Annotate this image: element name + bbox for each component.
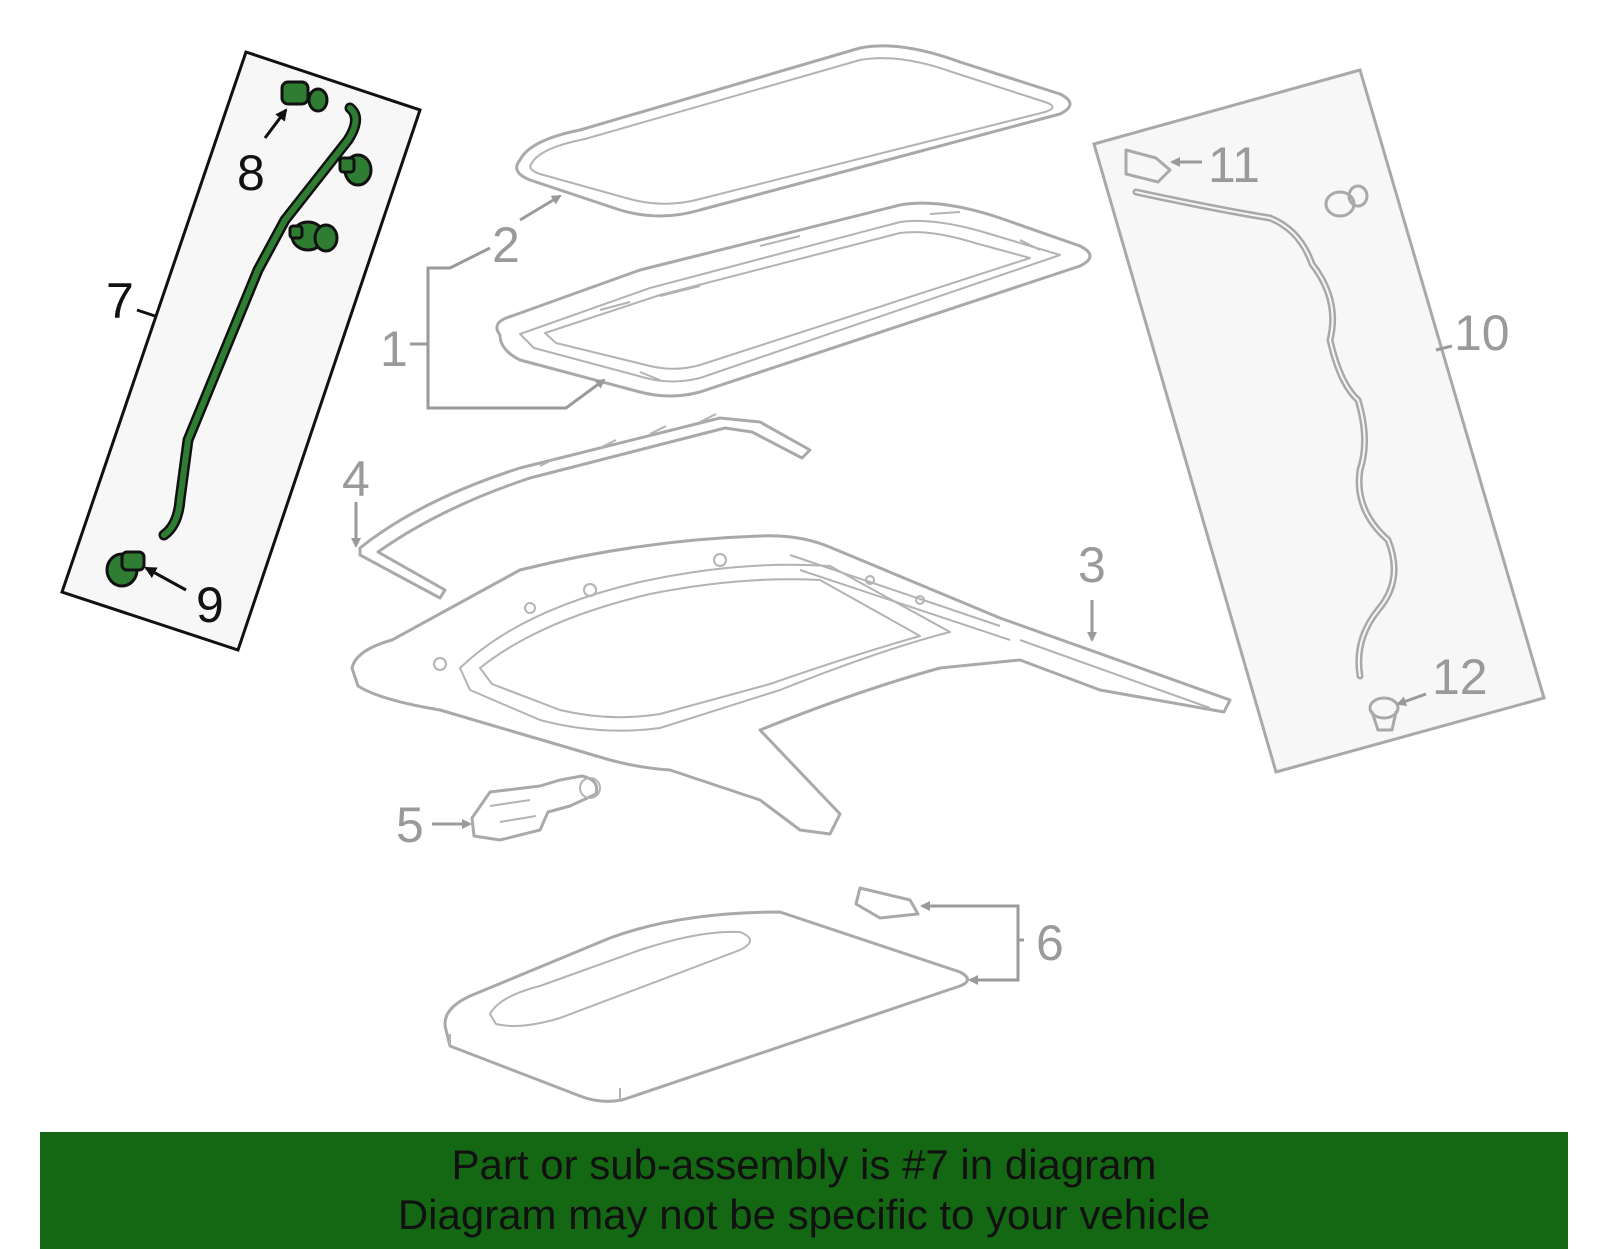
sunroof-frame-assembly [495, 201, 1092, 398]
sunroof-motor [470, 774, 601, 842]
callout-3: 3 [1078, 537, 1106, 593]
hose-connector-11 [1124, 148, 1172, 184]
hose-clip-b [288, 220, 339, 253]
callout-11: 11 [1208, 137, 1260, 193]
front-drain-hose-panel [1092, 68, 1546, 774]
callout-4: 4 [342, 451, 370, 507]
callout-12: 12 [1432, 649, 1488, 705]
sunroof-exploded-diagram: 7 8 9 1 2 4 3 5 6 10 11 12 [60, 44, 1546, 1103]
banner-line-part-number: Part or sub-assembly is #7 in diagram [451, 1141, 1157, 1188]
sunroof-housing-frame [350, 534, 1232, 836]
sunshade-headliner [443, 886, 969, 1103]
callout-8: 8 [237, 145, 265, 201]
hose-connector-fitting [280, 80, 329, 113]
callout-6: 6 [1036, 915, 1064, 971]
leader-lines [351, 194, 1097, 985]
hose-clip-a [338, 153, 373, 187]
hose-clip-10 [1324, 184, 1369, 218]
callout-labels: 7 8 9 1 2 4 3 5 6 10 11 12 [106, 137, 1510, 971]
callout-9: 9 [196, 577, 224, 633]
drain-hose-kit-panel [60, 50, 422, 652]
callout-2: 2 [492, 217, 520, 273]
callout-1: 1 [380, 321, 408, 377]
part-info-banner: Part or sub-assembly is #7 in diagram Di… [40, 1132, 1568, 1249]
sunroof-glass-panel [515, 44, 1072, 218]
callout-7: 7 [106, 273, 134, 329]
drain-hose [161, 105, 359, 538]
drain-grommet [105, 550, 146, 588]
banner-line-disclaimer: Diagram may not be specific to your vehi… [397, 1191, 1211, 1238]
callout-5: 5 [396, 797, 424, 853]
callout-10: 10 [1454, 305, 1510, 361]
wind-deflector-seal [358, 413, 812, 600]
drain-grommet-12 [1368, 696, 1400, 732]
